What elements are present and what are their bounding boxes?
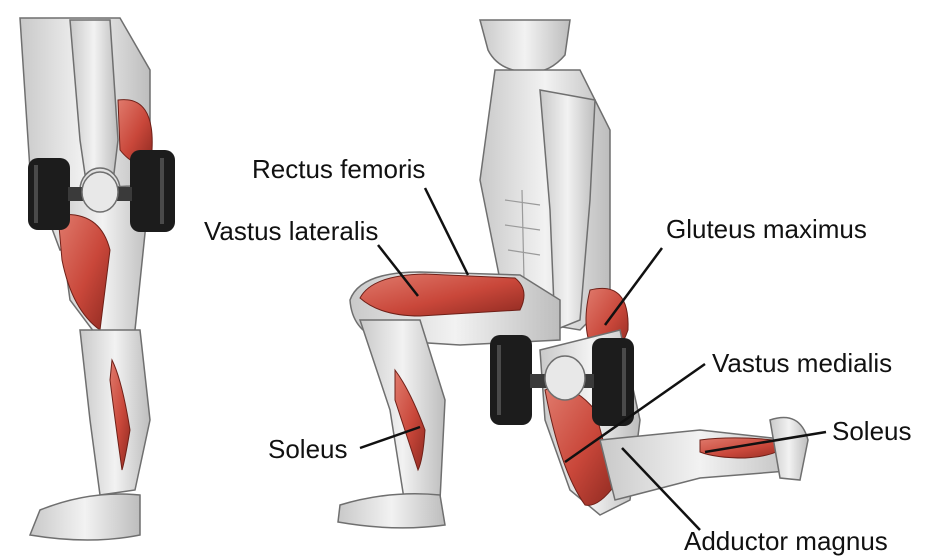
soleus-muscle-front-leg [394, 368, 426, 472]
label-vastus-lateralis: Vastus lateralis [204, 216, 379, 246]
leader-soleus-front [359, 425, 421, 450]
leader-vastus-lateralis [377, 244, 419, 297]
label-vastus-medialis: Vastus medialis [712, 348, 893, 378]
leader-adductor-magnus [621, 447, 701, 531]
soleus-muscle-standing [109, 358, 131, 471]
label-rectus-femoris: Rectus femoris [252, 154, 426, 184]
leader-gluteus-maximus [603, 247, 664, 326]
label-gluteus-maximus: Gluteus maximus [666, 214, 867, 244]
gluteus-maximus-muscle-standing [117, 99, 153, 163]
leader-rectus-femoris [423, 187, 470, 276]
leader-lines [359, 187, 827, 531]
vastus-lateralis-muscle-standing [57, 213, 111, 331]
lunge-figure [337, 19, 809, 529]
rectus-femoris-vastus-lateralis-muscle [359, 273, 525, 317]
leader-vastus-medialis [564, 362, 706, 464]
label-soleus-front: Soleus [268, 434, 348, 464]
standing-figure [19, 17, 175, 541]
label-adductor-magnus: Adductor magnus [684, 526, 888, 556]
leader-soleus-back [704, 430, 827, 454]
label-soleus-back: Soleus [832, 416, 912, 446]
